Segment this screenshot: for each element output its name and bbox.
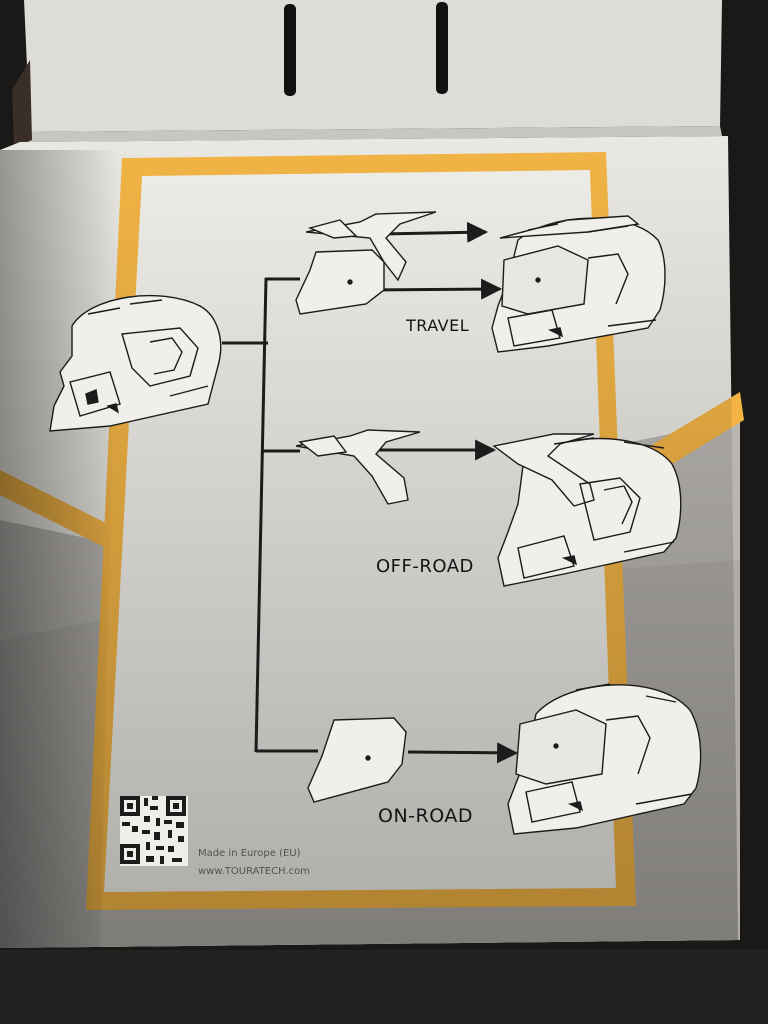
arrow-travel-peak: [379, 221, 489, 243]
peak-part-offroad: [295, 429, 421, 505]
onroad-helmet-drawing: [507, 683, 702, 835]
visor-part-onroad: [307, 717, 407, 803]
travel-label: TRAVEL: [406, 316, 470, 335]
qr-code: [120, 796, 188, 866]
offroad-helmet-drawing: [492, 433, 682, 587]
base-helmet-drawing: [49, 294, 222, 432]
peak-part-travel: [305, 211, 437, 282]
arrows: [360, 221, 519, 764]
arrow-onroad-visor: [407, 742, 519, 764]
website-text: www.TOURATECH.com: [198, 866, 310, 877]
box-top-flap: [12, 0, 722, 148]
flow-lines: [222, 277, 318, 753]
visor-part-travel: [295, 249, 385, 315]
arrow-travel-visor: [371, 278, 503, 300]
onroad-label: ON-ROAD: [378, 805, 473, 827]
travel-helmet-drawing: [491, 215, 666, 353]
made-in-text: Made in Europe (EU): [198, 848, 301, 859]
offroad-label: OFF-ROAD: [376, 556, 474, 577]
